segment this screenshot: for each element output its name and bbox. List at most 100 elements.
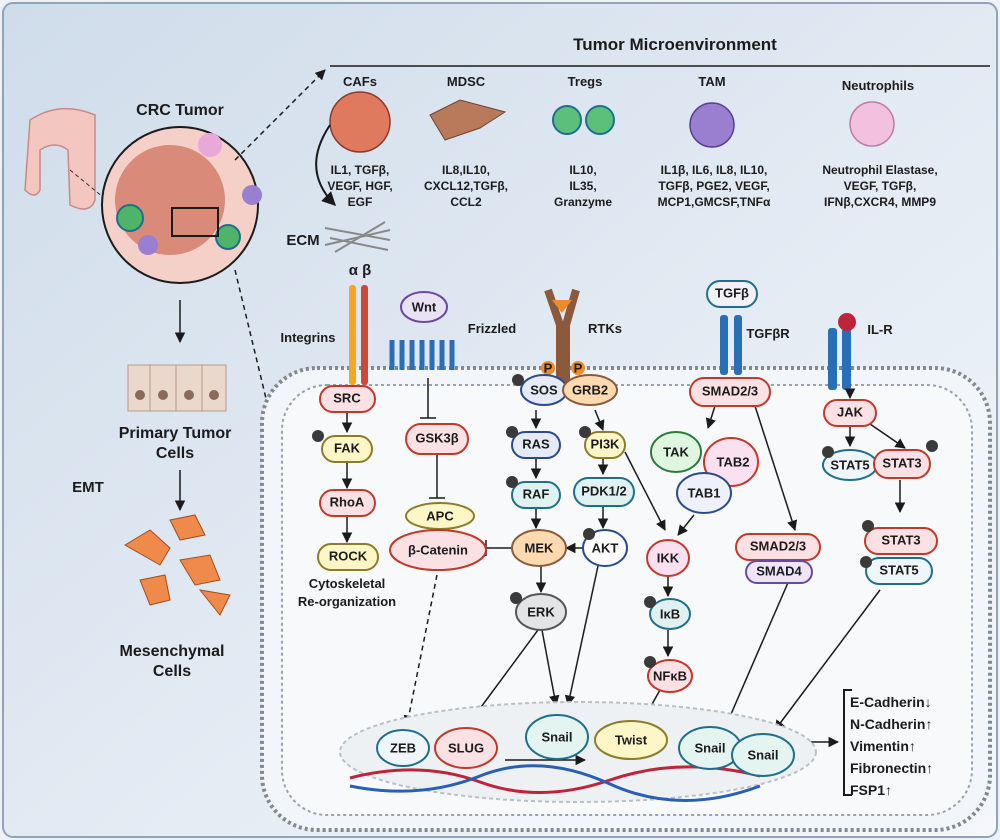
phospho-icon [571,361,585,375]
node-pdk: PDK1/2 [573,477,635,507]
svg-text:FAK: FAK [334,440,361,455]
node-stat3-dimer: STAT3 [864,527,938,555]
mesenchymal-cells-icon [124,514,231,616]
marker-fibronectin: Fibronectin↑ [850,760,933,776]
mesenchymal-label-2: Cells [153,663,191,680]
svg-text:STAT3: STAT3 [882,455,921,470]
tf-snail: Snail [525,714,589,760]
zoom-arrow-up [234,69,326,161]
ecm-fibers-icon [324,221,391,253]
node-ikk: IKK [646,539,690,577]
arrow-smad-smad4 [754,405,798,531]
caf-icon [329,91,391,153]
integrin-receptor-icon [349,285,368,385]
rtks-label: RTKs [588,321,622,336]
tf-slug: SLUG [434,727,498,769]
tregs-label: Tregs [568,74,603,89]
svg-text:ZEB: ZEB [390,740,416,755]
node-src: SRC [319,385,376,413]
svg-text:AKT: AKT [592,540,619,555]
neutrophil-icon [198,133,222,157]
rtk-receptor-icon [544,288,580,385]
treg-icon [552,105,582,135]
ecm-label: ECM [286,232,319,249]
tregs-factors: IL35, [569,179,596,193]
tam-icon [689,102,735,148]
marker-n-cadherin: N-Cadherin↑ [850,716,932,732]
node-beta-catenin: β-Catenin [389,529,487,571]
svg-text:ROCK: ROCK [329,548,368,563]
tam-icon [138,235,158,255]
arrow-jak-stat3 [869,423,906,449]
arrow-akt-snail [564,565,599,707]
tregs-column: Tregs IL10, IL35, Granzyme [552,74,615,209]
neutrophils-label: Neutrophils [842,78,914,93]
neutrophils-factors: Neutrophil Elastase, [822,163,937,177]
node-grb2: GRB2 [562,374,618,406]
tf-snail-2: Snail [678,726,742,770]
svg-text:APC: APC [426,508,454,523]
marker-e-cadherin: E-Cadherin↓ [850,694,932,710]
caf-label: CAFs [343,74,377,89]
treg-cell-icon [116,204,144,232]
arrow-grb2-pi3k [594,409,605,431]
neutrophils-column: Neutrophils Neutrophil Elastase, VEGF, T… [822,78,937,209]
colon-illustration [24,107,96,210]
node-mek: MEK [511,529,567,567]
node-stat5-dimer: STAT5 [865,557,933,585]
svg-text:Snail: Snail [541,729,572,744]
marker-bracket [843,689,852,796]
node-akt: AKT [582,529,628,567]
marker-fsp1: FSP1↑ [850,782,892,798]
svg-text:SMAD2/3: SMAD2/3 [750,538,806,553]
caf-factors: VEGF, HGF, [327,179,392,193]
phospho-dot [579,426,591,438]
mdsc-factors: CCL2 [450,195,482,209]
integrins-label: Integrins [281,330,336,345]
caf-factors: IL1, TGFβ, [331,163,390,177]
phospho-dot [510,592,522,604]
svg-text:IKK: IKK [657,550,680,565]
phospho-dot [644,656,656,668]
tam-factors: IL1β, IL6, IL8, IL10, [661,163,768,177]
phospho-dot [512,374,524,386]
node-ikb: IκB [649,598,691,630]
phospho-dot [822,446,834,458]
caf-factors: EGF [348,195,373,209]
node-smad23: SMAD2/3 [689,377,771,407]
svg-text:PDK1/2: PDK1/2 [581,483,627,498]
svg-text:STAT5: STAT5 [879,562,918,577]
crc-tumor-label: CRC Tumor [136,102,224,119]
node-tak: TAK [650,431,702,473]
mdsc-column: MDSC IL8,IL10, CXCL12,TGFβ, CCL2 [424,74,508,209]
svg-text:RhoA: RhoA [330,494,365,509]
cytoskeletal-label: Cytoskeletal [309,576,386,591]
svg-text:MEK: MEK [525,540,555,555]
svg-text:IκB: IκB [660,606,680,621]
caf-to-ecm-arrow [315,124,336,206]
arrow-stat-snail [774,589,881,731]
node-smad4: SMAD4 [745,560,813,584]
phospho-dot [506,426,518,438]
svg-text:SRC: SRC [333,390,361,405]
node-tab2: TAB2 [703,437,759,487]
svg-text:STAT3: STAT3 [881,532,920,547]
svg-text:NFκB: NFκB [653,668,687,683]
svg-text:RAS: RAS [522,436,550,451]
phospho-dot [860,556,872,568]
ilr-label: IL-R [867,322,893,337]
phospho-dot [583,528,595,540]
caf-column: CAFs IL1, TGFβ, VEGF, HGF, EGF [327,74,392,209]
mdsc-label: MDSC [447,74,486,89]
phospho-label: P [544,360,553,375]
emt-label: EMT [72,479,104,496]
tam-factors: TGFβ, PGE2, VEGF, [658,179,769,193]
svg-text:RAF: RAF [523,486,550,501]
phospho-dot [312,430,324,442]
node-erk: ERK [515,593,567,631]
node-nfkb: NFκB [647,659,693,693]
frizzled-label: Frizzled [468,321,516,336]
diagram-title: Tumor Microenvironment [573,35,777,54]
svg-text:TAB2: TAB2 [717,454,750,469]
